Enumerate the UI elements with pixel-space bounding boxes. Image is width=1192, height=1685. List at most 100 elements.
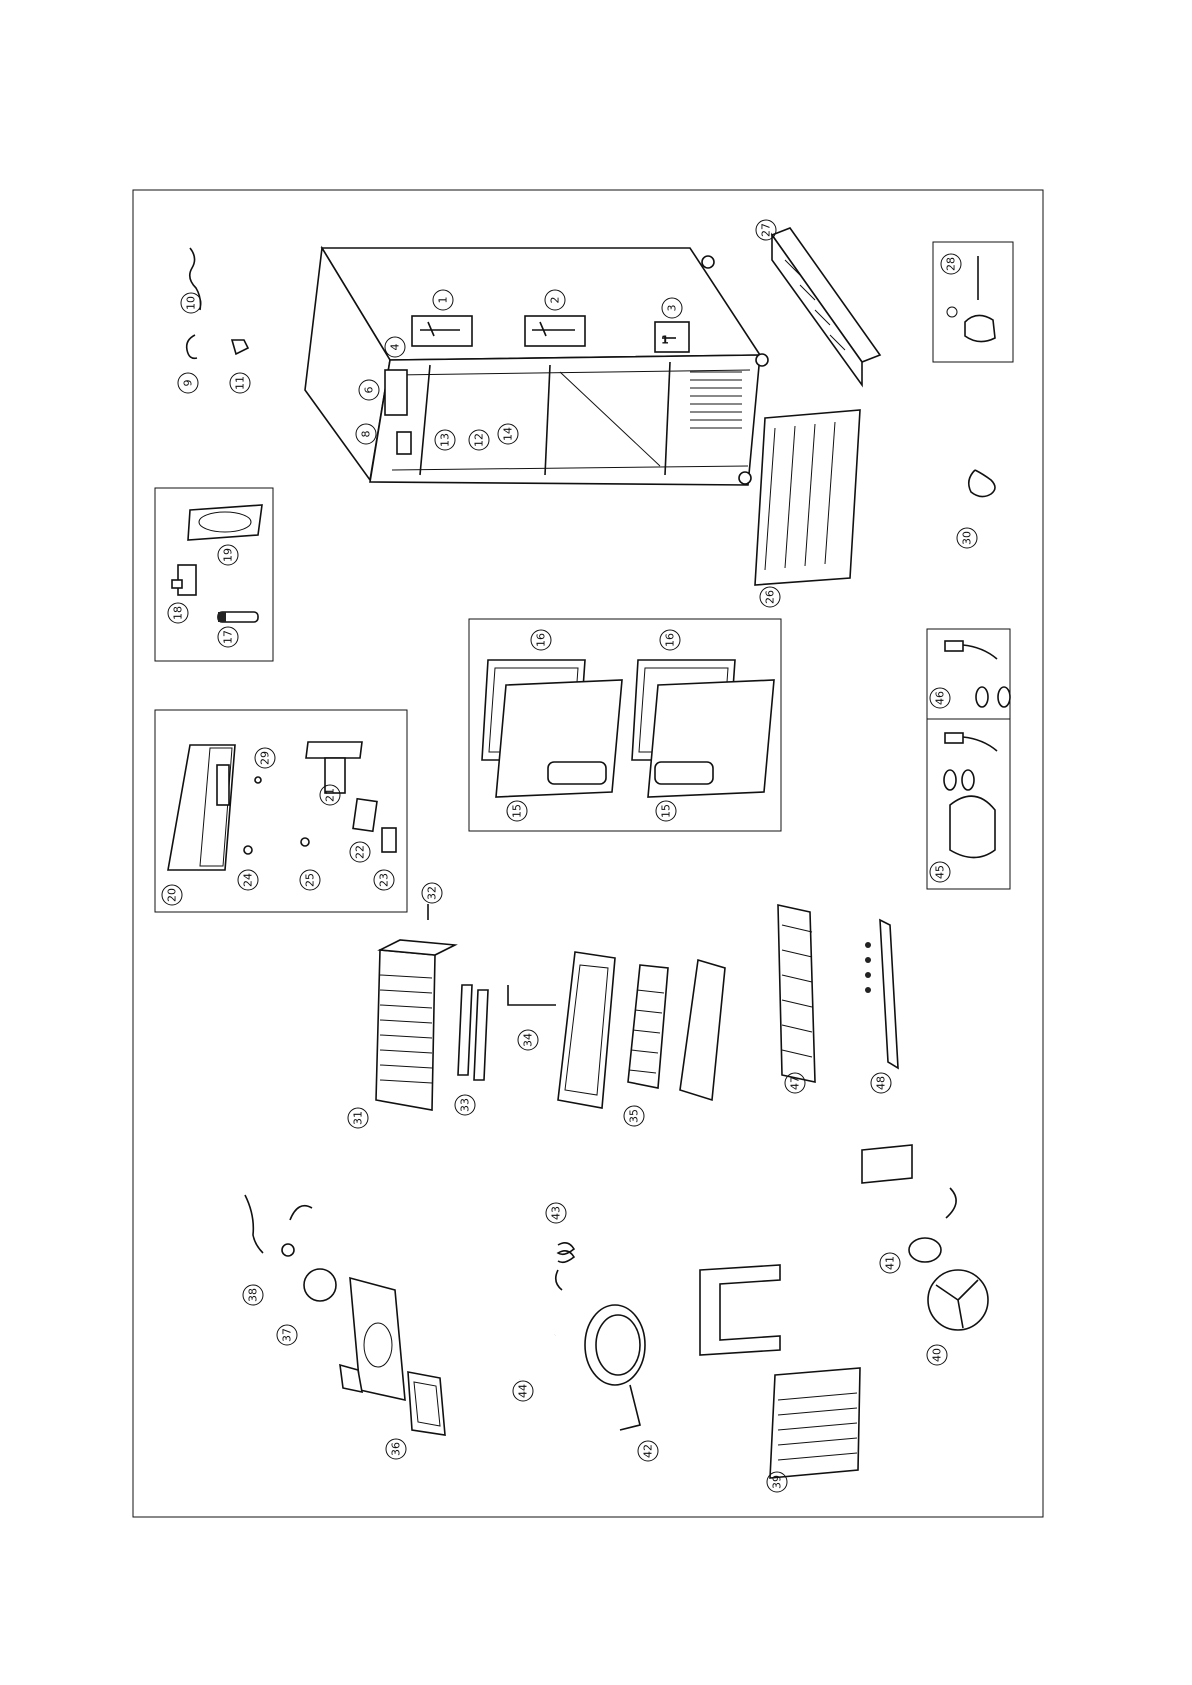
svg-text:26: 26	[764, 590, 777, 604]
drier-44	[520, 1335, 555, 1380]
rod-34	[508, 985, 556, 1005]
callout-27: 27	[756, 220, 776, 240]
panel	[680, 960, 725, 1100]
svg-text:25: 25	[304, 873, 317, 887]
svg-text:29: 29	[259, 751, 272, 765]
svg-text:37: 37	[281, 1328, 294, 1342]
svg-text:19: 19	[222, 548, 235, 562]
svg-text:24: 24	[242, 873, 255, 887]
svg-text:20: 20	[166, 888, 179, 902]
main-cabinet: 1	[305, 248, 768, 485]
svg-text:36: 36	[390, 1442, 403, 1456]
svg-text:14: 14	[502, 427, 515, 441]
callout-43: 43	[546, 1203, 566, 1223]
condenser-39	[770, 1368, 860, 1478]
svg-text:11: 11	[234, 376, 247, 390]
fan-blade-37	[304, 1269, 336, 1301]
callout-23: 23	[374, 870, 394, 890]
svg-text:41: 41	[884, 1256, 897, 1270]
svg-text:30: 30	[961, 531, 974, 545]
callout-41: 41	[880, 1253, 900, 1273]
parts-box-20-25	[155, 710, 407, 912]
svg-text:28: 28	[945, 257, 958, 271]
callout-25: 25	[300, 870, 320, 890]
fan-shroud	[340, 1278, 405, 1400]
callout-42: 42	[638, 1441, 658, 1461]
callout-17: 17	[218, 627, 238, 647]
fan-motor-41	[909, 1188, 956, 1262]
callout-31: 31	[348, 1108, 368, 1128]
callout-16-right: 16	[660, 630, 680, 650]
svg-text:12: 12	[473, 433, 486, 447]
callout-19: 19	[218, 545, 238, 565]
callout-40: 40	[927, 1345, 947, 1365]
callout-34: 34	[518, 1030, 538, 1050]
svg-text:18: 18	[172, 606, 185, 620]
svg-text:16: 16	[535, 633, 548, 647]
svg-text:43: 43	[550, 1206, 563, 1220]
callout-29: 29	[255, 748, 275, 768]
callout-20: 20	[162, 885, 182, 905]
svg-text:3: 3	[666, 305, 679, 312]
svg-text:1: 1	[661, 334, 669, 347]
fan-bracket	[862, 1145, 912, 1183]
callout-30: 30	[957, 528, 977, 548]
svg-text:8: 8	[360, 431, 373, 438]
callout-35: 35	[624, 1106, 644, 1126]
callout-9: 9	[178, 373, 198, 393]
callout-48: 48	[871, 1073, 891, 1093]
svg-text:10: 10	[185, 296, 198, 310]
svg-text:32: 32	[426, 886, 439, 900]
parts-box-45-46	[927, 629, 1010, 889]
svg-text:38: 38	[247, 1288, 260, 1302]
coil-tube-42	[585, 1305, 645, 1430]
evaporator-31	[376, 904, 455, 1110]
callout-37: 37	[277, 1325, 297, 1345]
fan-blade-40	[928, 1270, 988, 1330]
svg-text:9: 9	[182, 380, 195, 387]
filter-36	[408, 1372, 445, 1435]
svg-text:47: 47	[789, 1076, 802, 1090]
callout-16-left: 16	[531, 630, 551, 650]
condenser-frame	[700, 1265, 780, 1355]
cable-9	[187, 335, 197, 358]
callout-26: 26	[760, 587, 780, 607]
callout-11: 11	[230, 373, 250, 393]
svg-text:34: 34	[522, 1033, 535, 1047]
drawer-27	[772, 228, 880, 385]
drawer-26	[755, 410, 860, 585]
svg-text:33: 33	[459, 1098, 472, 1112]
parts-box-17-19	[155, 488, 273, 661]
svg-text:46: 46	[934, 691, 947, 705]
callout-36: 36	[386, 1439, 406, 1459]
svg-text:1: 1	[437, 297, 450, 304]
callout-33: 33	[455, 1095, 475, 1115]
callout-44: 44	[513, 1381, 533, 1401]
tray-frame	[558, 952, 615, 1108]
callout-10: 10	[181, 293, 201, 313]
callout-15-left: 15	[507, 801, 527, 821]
cable-30	[969, 470, 995, 497]
spring-43	[556, 1243, 574, 1290]
harness-38	[245, 1195, 312, 1256]
callout-15-right: 15	[656, 801, 676, 821]
svg-text:4: 4	[389, 344, 402, 351]
panel-48	[865, 920, 898, 1068]
callout-24: 24	[238, 870, 258, 890]
svg-text:13: 13	[439, 433, 452, 447]
svg-text:44: 44	[517, 1384, 530, 1398]
svg-text:40: 40	[931, 1348, 944, 1362]
doors-box-15-16	[469, 619, 781, 831]
svg-text:15: 15	[511, 804, 524, 818]
callout-46: 46	[930, 688, 950, 708]
callout-28: 28	[941, 254, 961, 274]
svg-text:15: 15	[660, 804, 673, 818]
svg-text:42: 42	[642, 1444, 655, 1458]
callout-32: 32	[422, 883, 442, 903]
grille-35	[628, 965, 668, 1088]
svg-text:48: 48	[875, 1076, 888, 1090]
svg-text:45: 45	[934, 865, 947, 879]
callout-18: 18	[168, 603, 188, 623]
svg-text:39: 39	[771, 1475, 784, 1489]
